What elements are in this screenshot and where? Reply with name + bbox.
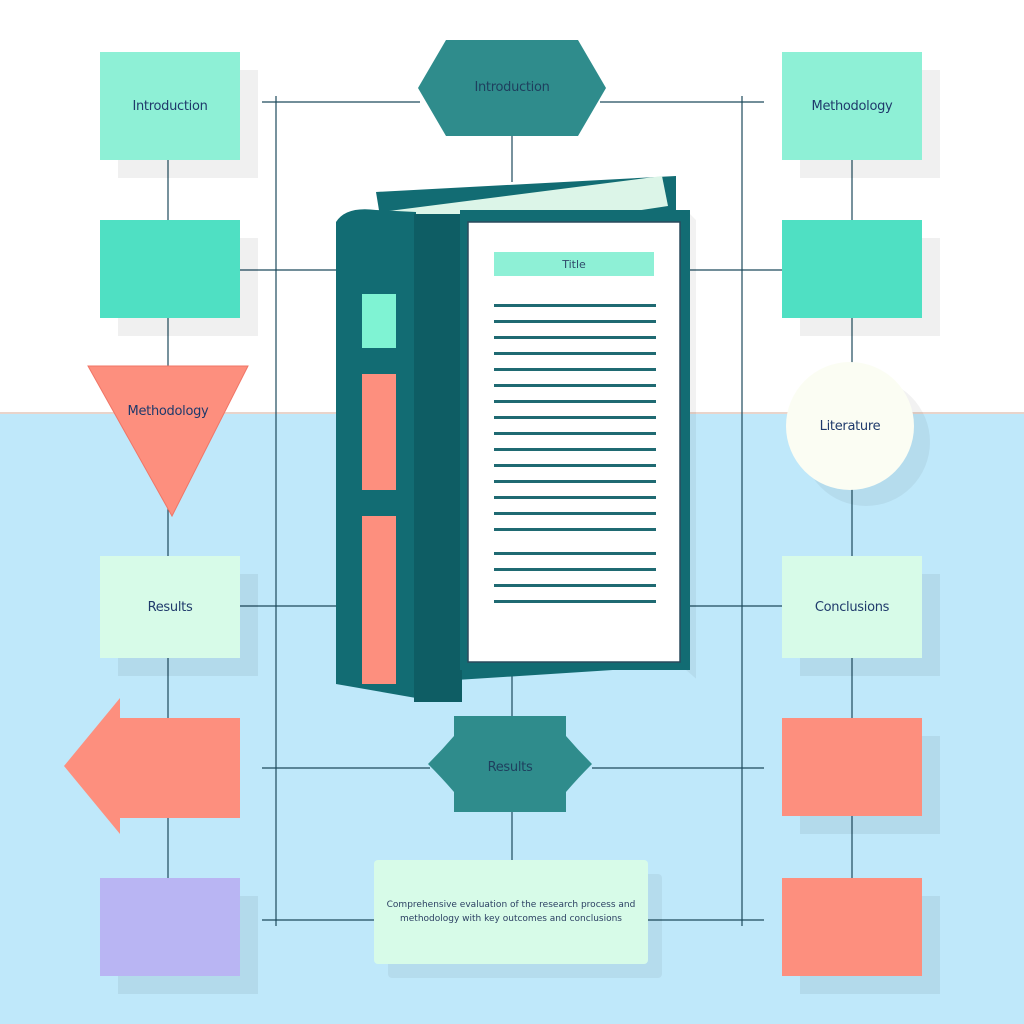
right-coral-box-2[interactable] xyxy=(782,878,922,976)
summary-line-1: Comprehensive evaluation of the research… xyxy=(386,900,636,910)
left-arrow-shape[interactable] xyxy=(64,698,242,834)
right-literature-circle[interactable]: Literature xyxy=(786,362,914,490)
left-triangle-label: Methodology xyxy=(127,403,209,419)
left-aqua-box[interactable] xyxy=(100,220,240,318)
top-introduction-hexagon[interactable] xyxy=(418,40,606,136)
results-label: Results xyxy=(487,759,533,775)
spine-label-coral-1 xyxy=(362,374,396,490)
spine-label-mint xyxy=(362,294,396,348)
left-introduction-label: Introduction xyxy=(132,98,208,114)
summary-line-2: methodology with key outcomes and conclu… xyxy=(400,914,622,924)
left-introduction-box[interactable]: Introduction xyxy=(100,52,240,160)
right-methodology-label: Methodology xyxy=(811,98,893,114)
results-hexagon[interactable] xyxy=(428,716,592,812)
left-results-box[interactable]: Results xyxy=(100,556,240,658)
left-lavender-box[interactable] xyxy=(100,878,240,976)
book-page-title: Title xyxy=(494,252,654,276)
right-conclusions-box[interactable]: Conclusions xyxy=(782,556,922,658)
right-conclusions-label: Conclusions xyxy=(814,599,890,615)
left-triangle-shape[interactable] xyxy=(87,365,249,518)
top-introduction-label: Introduction xyxy=(474,79,550,95)
right-literature-label: Literature xyxy=(819,418,881,434)
left-results-label: Results xyxy=(147,599,193,615)
book-illustration xyxy=(336,176,696,702)
spine-label-coral-2 xyxy=(362,516,396,684)
right-coral-box-1[interactable] xyxy=(782,718,922,816)
summary-box[interactable]: Comprehensive evaluation of the research… xyxy=(374,860,648,964)
right-methodology-box[interactable]: Methodology xyxy=(782,52,922,160)
right-aqua-box[interactable] xyxy=(782,220,922,318)
